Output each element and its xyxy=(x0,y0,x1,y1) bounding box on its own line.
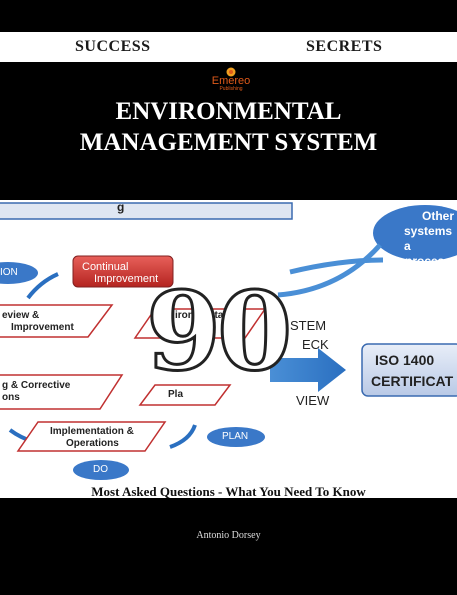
continual-improvement-label: Continual Improvement xyxy=(82,261,159,285)
review-improvement-box xyxy=(0,304,114,338)
brand-name: Emereo xyxy=(211,75,251,87)
continual-improvement-box xyxy=(72,255,174,288)
diagram-graphics xyxy=(0,202,457,480)
checking-corrective-box xyxy=(0,374,124,410)
brand-tagline: Publishing xyxy=(219,86,243,92)
env-policy-box xyxy=(133,308,267,339)
plan-oval xyxy=(207,427,265,447)
title-line-1: ENVIRONMENTAL xyxy=(115,98,342,125)
other-systems-ellipse xyxy=(373,205,457,261)
arrow-from-systems xyxy=(289,257,384,275)
author-name: Antonio Dorsey xyxy=(196,530,261,541)
env-policy-label: ironmental Poli xyxy=(175,310,227,333)
ems-cycle-diagram: g Other systems a process ION Continual … xyxy=(0,200,457,498)
title-line-2: MANAGEMENT SYSTEM xyxy=(79,129,378,156)
series-word-right: SECRETS xyxy=(306,38,383,55)
review-label: VIEW xyxy=(296,393,330,408)
top-header-text: g xyxy=(117,200,125,214)
arrow-plan-do xyxy=(169,424,197,449)
arrow-up-left xyxy=(26,272,59,300)
implementation-box xyxy=(16,421,167,452)
top-black-band xyxy=(0,0,457,32)
plan-label: PLAN xyxy=(222,431,249,442)
iso-certification-box xyxy=(361,343,457,397)
implementation-label: Implementation & Operations xyxy=(50,426,134,449)
publisher-logo: Emereo Publishing xyxy=(203,67,259,93)
checking-corrective-label: g & Corrective ons xyxy=(2,380,71,403)
book-subtitle: Most Asked Questions - What You Need To … xyxy=(91,484,366,499)
series-word-left: SUCCESS xyxy=(75,38,151,55)
do-label: DO xyxy=(93,464,108,475)
book-title: ENVIRONMENTAL MANAGEMENT SYSTEM xyxy=(0,96,457,158)
right-arrow-icon xyxy=(270,348,346,392)
review-improvement-label: eview & Improvement xyxy=(2,310,74,333)
do-oval xyxy=(73,460,129,480)
arrow-to-systems xyxy=(277,243,382,298)
logo-mark-icon xyxy=(226,67,236,77)
other-systems-label: Other systems a process xyxy=(404,209,455,268)
system-check-label: STEM ECK xyxy=(290,318,329,352)
series-banner: SUCCESS Emereo Publishing SECRETS xyxy=(0,32,457,92)
planning-label: Pla xyxy=(168,389,184,400)
iso-label: ISO 1400 CERTIFICAT xyxy=(371,352,454,389)
action-label: ION xyxy=(0,267,18,278)
planning-box xyxy=(138,384,232,406)
question-count-badge: 90 xyxy=(144,269,293,395)
top-header-box xyxy=(0,202,293,220)
action-oval xyxy=(0,262,38,284)
